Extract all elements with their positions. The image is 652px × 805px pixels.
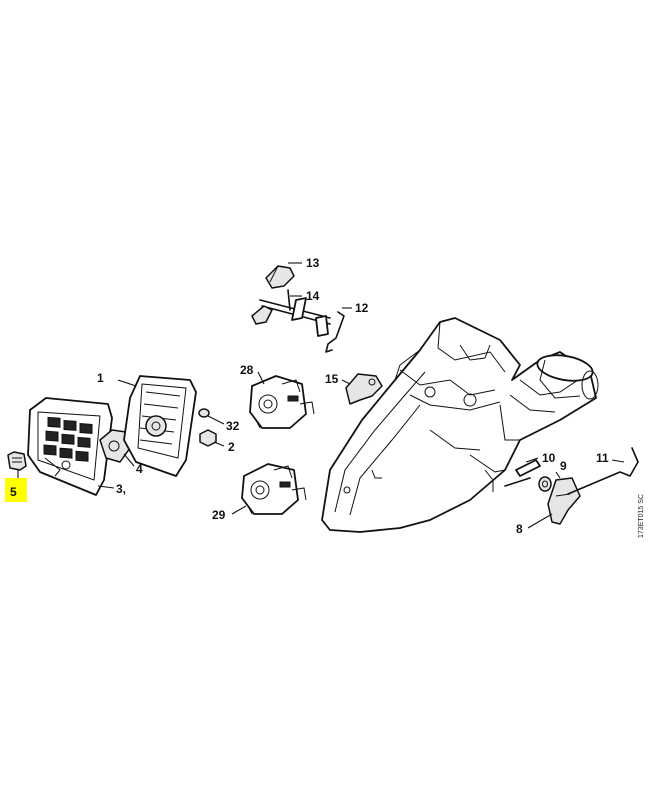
- callout-10: 10: [542, 451, 556, 465]
- rear-handle-housing: [321, 317, 599, 533]
- spring-wire: [504, 477, 531, 487]
- callout-28: 28: [240, 363, 254, 377]
- filter-knob: [7, 451, 27, 471]
- callout-2: 2: [228, 440, 235, 454]
- throttle-rod: [567, 447, 639, 495]
- callout-29: 29: [212, 508, 226, 522]
- pin: [515, 459, 541, 477]
- callout-5: 5: [10, 485, 17, 499]
- callout-9: 9: [560, 459, 567, 473]
- bush: [538, 476, 552, 492]
- callout-14: 14: [306, 289, 320, 303]
- carburetor-upper: [249, 375, 315, 429]
- throttle-trigger: [547, 477, 581, 525]
- callout-8: 8: [516, 522, 523, 536]
- rod: [325, 311, 345, 353]
- callout-13: 13: [306, 256, 320, 270]
- callout-12: 12: [355, 301, 369, 315]
- drawing-code: 173ET015 SC: [638, 494, 645, 538]
- leader-lines: [17, 262, 625, 529]
- callout-15: 15: [325, 372, 339, 386]
- nut: [199, 429, 217, 447]
- callout-32: 32: [226, 419, 240, 433]
- callout-4: 4: [136, 462, 143, 476]
- callout-highlight: [5, 478, 27, 502]
- washer: [198, 408, 210, 418]
- air-filter-cover: [27, 397, 113, 496]
- lever: [345, 373, 383, 405]
- carburetor-lower: [241, 463, 307, 515]
- callout-1: 1: [97, 371, 104, 385]
- throttle-shaft: [251, 265, 331, 337]
- callout-11: 11: [596, 451, 609, 465]
- callout-3: 3,: [116, 482, 126, 496]
- air-filter: [123, 375, 197, 477]
